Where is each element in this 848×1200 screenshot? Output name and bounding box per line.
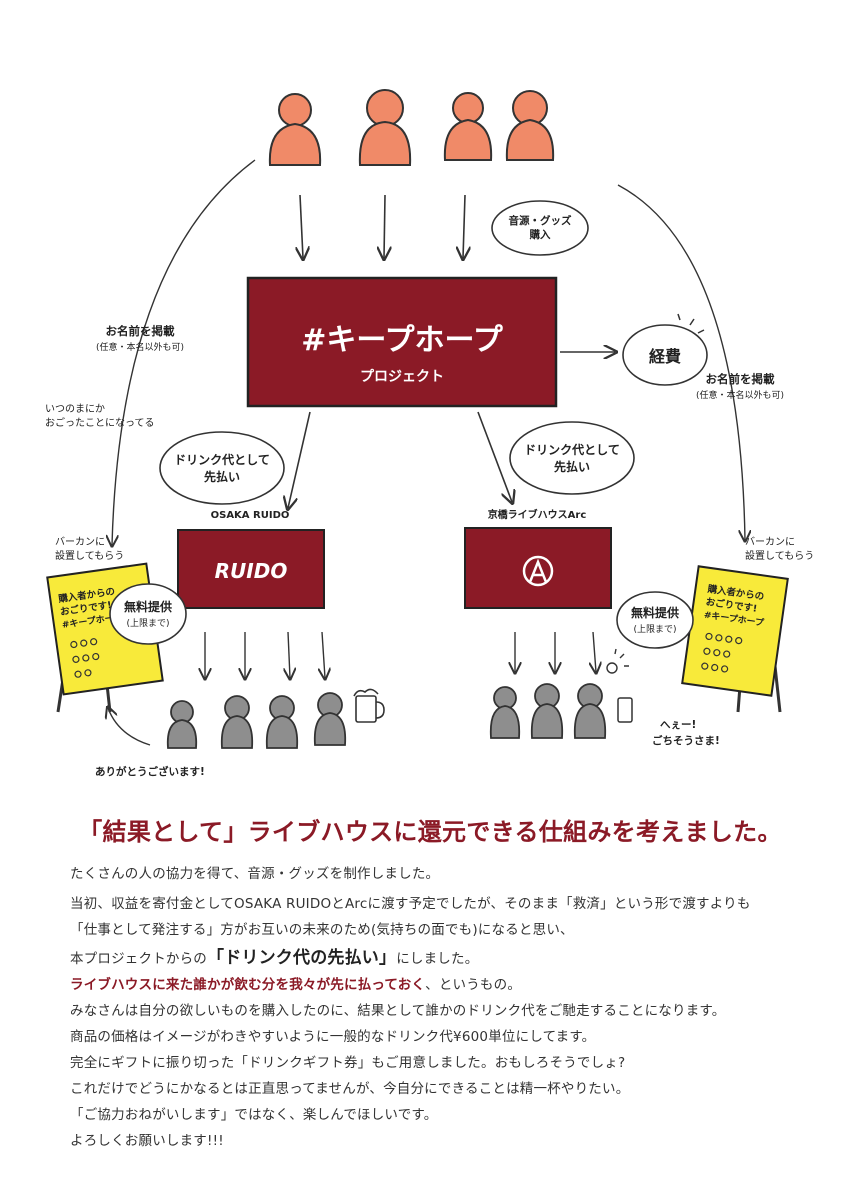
venue-box-ruido: RUIDO: [177, 529, 325, 609]
body-line: みなさんは自分の欲しいものを購入したのに、結果として誰かのドリンク代をご馳走する…: [70, 1003, 726, 1019]
prepay-right-line2: 先払い: [554, 459, 590, 474]
treated-note-line1: いつのまにか: [45, 403, 105, 415]
prepay-right-line1: ドリンク代として: [524, 442, 620, 457]
name-left-line2: (任意・本名以外も可): [96, 341, 184, 353]
free-left-line1: 無料提供: [124, 599, 172, 614]
body-text: 本プロジェクトからの: [70, 951, 207, 967]
venue-left-name: OSAKA RUIDO: [211, 510, 290, 521]
ruido-logo: RUIDO: [215, 559, 288, 583]
bar-right-line1: バーカンに: [745, 536, 795, 548]
free-left-line2: (上限まで): [126, 618, 169, 629]
body-line: よろしくお願いします!!!: [70, 1133, 224, 1149]
supporter-figure: [443, 92, 493, 161]
purchase-label: 音源・グッズ 購入: [491, 200, 589, 256]
free-right: 無料提供 (上限まで): [616, 591, 694, 649]
venue-right-name: 京橋ライブハウスArc: [488, 508, 587, 521]
supporter-figure: [505, 90, 555, 161]
body-text: にしました。: [396, 951, 479, 967]
bar-left-line1: バーカンに: [55, 536, 105, 548]
project-title: #キープホープ: [301, 323, 504, 358]
purchase-label-line1: 音源・グッズ: [509, 214, 572, 227]
prepay-left-line1: ドリンク代として: [174, 452, 270, 467]
expense-text: 経費: [649, 347, 681, 366]
patron-figure: [265, 695, 299, 749]
body-line: たくさんの人の協力を得て、音源・グッズを制作しました。: [70, 866, 440, 882]
headline: 「結果として」ライブハウスに還元できる仕組みを考えました。: [78, 818, 782, 846]
flow-diagram: 音源・グッズ 購入 #キープホープ プロジェクト 経費 お名前を掲載 (任意・本…: [45, 89, 814, 778]
drink-can-icon: [617, 697, 633, 723]
free-right-line2: (上限まで): [633, 624, 676, 635]
purchase-arrows: [300, 194, 465, 258]
body-line: 完全にギフトに振り切った「ドリンクギフト券」もご用意しました。おもしろそうでしょ…: [70, 1055, 626, 1071]
body-line: 当初、収益を寄付金としてOSAKA RUIDOとArcに渡す予定でしたが、そのま…: [70, 896, 751, 912]
body-line: これだけでどうにかなるとは正直思ってませんが、今自分にできることは精一杯やりたい…: [70, 1081, 630, 1097]
thanks-left: ありがとうございます!: [95, 765, 205, 778]
prepay-left-line2: 先払い: [204, 469, 240, 484]
thanks-arrow: [108, 708, 151, 746]
body-emphasis: 「ドリンク代の先払い」: [207, 948, 397, 968]
supporter-figure: [268, 93, 322, 166]
purchase-label-line2: 購入: [529, 228, 551, 241]
expense-label: 経費: [560, 313, 708, 386]
supporter-figure: [358, 89, 412, 166]
free-right-line1: 無料提供: [631, 605, 679, 620]
body-line: ライブハウスに来た誰かが飲む分を我々が先に払っておく、というもの。: [70, 973, 521, 993]
arc-logo-icon: [522, 555, 554, 587]
name-display-curves: [112, 159, 745, 545]
body-text: 、というもの。: [425, 977, 522, 993]
thanks-right-line1: へぇー!: [660, 719, 696, 731]
name-right-line2: (任意・本名以外も可): [696, 389, 784, 401]
patron-figure: [573, 683, 607, 739]
body-line: 商品の価格はイメージがわきやすいように一般的なドリンク代¥600単位にしてます。: [70, 1029, 596, 1045]
treated-note-line2: おごったことになってる: [45, 416, 155, 429]
body-line: 「仕事として発注する」方がお互いの未来のため(気持ちの面でも)になると思い、: [70, 922, 574, 938]
supporter-figures: [268, 89, 555, 166]
patron-figure: [313, 692, 347, 746]
name-left-line1: お名前を掲載: [106, 324, 175, 338]
bar-right-line2: 設置してもらう: [745, 549, 814, 562]
prepay-right: ドリンク代として 先払い: [509, 421, 635, 495]
project-box: #キープホープ プロジェクト: [246, 276, 558, 408]
body-line: 本プロジェクトからの「ドリンク代の先払い」にしました。: [70, 943, 478, 968]
drink-arrows: [205, 631, 596, 678]
patrons-right: [489, 683, 607, 739]
patron-figure: [166, 700, 198, 749]
venue-box-arc: [464, 527, 612, 609]
thanks-right-line2: ごちそうさま!: [652, 734, 720, 747]
patron-figure: [220, 695, 254, 749]
project-subtitle: プロジェクト: [360, 369, 444, 385]
idea-icon: [606, 648, 629, 674]
patrons-left: [166, 692, 347, 749]
patron-figure: [530, 683, 564, 739]
body-line: 「ご協力おねがいします」ではなく、楽しんでほしいです。: [70, 1107, 438, 1123]
patron-figure: [489, 686, 521, 739]
name-right-line1: お名前を掲載: [706, 372, 775, 386]
prepay-left: ドリンク代として 先払い: [159, 431, 285, 505]
prepay-arrows: [288, 411, 512, 508]
sign-right: 購入者からの おごりです! #キープホープ: [681, 565, 789, 713]
bar-left-line2: 設置してもらう: [55, 549, 124, 562]
body-emphasis-red: ライブハウスに来た誰かが飲む分を我々が先に払っておく: [70, 977, 426, 993]
free-left: 無料提供 (上限まで): [109, 583, 187, 645]
beer-icon: [353, 688, 385, 723]
